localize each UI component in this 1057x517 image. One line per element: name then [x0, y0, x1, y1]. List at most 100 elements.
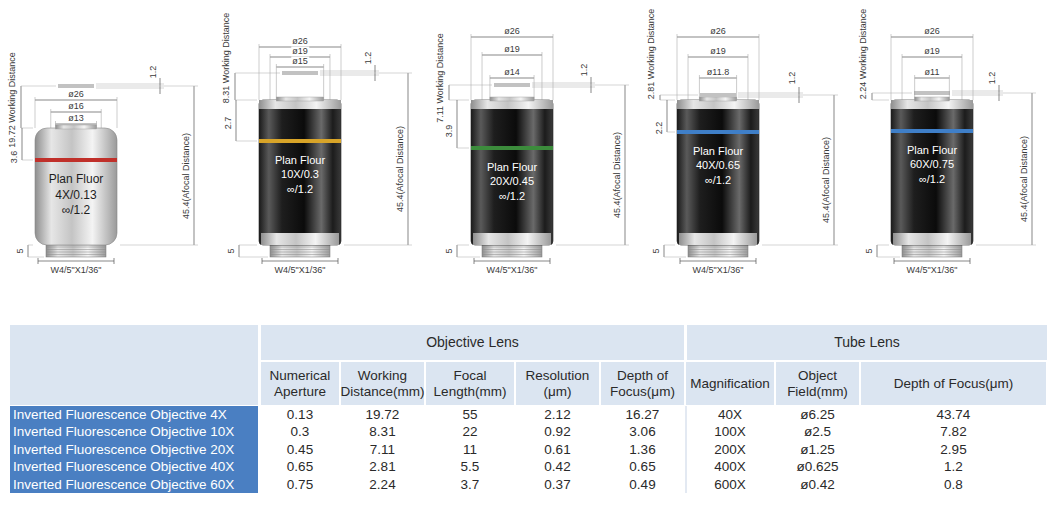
dimension-line — [474, 261, 550, 262]
table-cell: 200X — [685, 441, 775, 458]
dimension-line — [680, 261, 756, 262]
dimension-line — [21, 128, 33, 129]
table-cell: 1.36 — [600, 441, 685, 458]
thread — [482, 245, 542, 257]
front-lens — [915, 97, 950, 101]
dimension-line — [55, 121, 56, 128]
sample-slide — [282, 71, 318, 75]
dimension-line — [22, 128, 23, 160]
table-cell: 0.8 — [860, 476, 1047, 493]
dimension-line — [660, 95, 698, 96]
dimension-label: 8.31 Working Distance — [222, 12, 231, 104]
lens-body-label: Plan Flour20X/0.45∞/1.2 — [471, 158, 553, 205]
dimension-line — [194, 86, 195, 245]
dimension-line — [114, 258, 115, 264]
lens-marking: ∞/1.2 — [680, 173, 756, 187]
dimension-line — [457, 257, 480, 258]
table-cell: 7.82 — [860, 423, 1047, 440]
dimension-line — [38, 258, 39, 264]
colour-ring — [677, 130, 759, 134]
dimension-line — [236, 141, 257, 142]
dimension-line — [762, 245, 838, 246]
dimension-line — [482, 254, 542, 255]
dimension-line — [341, 44, 342, 100]
table-cell: 5.5 — [425, 458, 515, 475]
sample-slide — [58, 84, 94, 88]
dimension-line — [21, 86, 56, 87]
dimension-line — [759, 34, 760, 100]
dimension-line — [22, 160, 33, 161]
dimension-line — [664, 257, 686, 258]
table-cell: ø0.42 — [775, 476, 860, 493]
dimension-label: ø19 — [291, 47, 309, 56]
dimension-line — [550, 258, 551, 264]
dimension-line — [688, 249, 748, 250]
dimension-line — [320, 71, 379, 72]
dimension-label: W4/5"X1/36" — [486, 266, 539, 275]
dimension-label: 1.2 — [788, 71, 797, 86]
dimension-line — [457, 148, 469, 149]
dimension-line — [120, 245, 198, 246]
dimension-line — [28, 245, 29, 257]
dimension-line — [457, 245, 469, 246]
dimension-line — [915, 78, 950, 79]
top-cap — [677, 100, 759, 109]
table-cell: 7.11 — [340, 441, 425, 458]
header-cell — [10, 325, 258, 405]
dimension-label: 1.2 — [988, 71, 997, 86]
dimension-line — [660, 100, 675, 101]
dimension-line — [553, 34, 554, 100]
table-cell: 0.65 — [260, 458, 340, 475]
dimension-line — [482, 52, 483, 100]
dimension-line — [270, 249, 330, 250]
table-cell: Object Field(mm) — [775, 362, 860, 405]
dimension-line — [532, 83, 595, 84]
front-lens — [699, 97, 736, 101]
dimension-line — [952, 93, 1036, 94]
lens-marking: 40X/0.65 — [680, 158, 756, 172]
table-cell: Inverted Fluorescence Objective 10X — [10, 423, 260, 440]
dimension-label: ø26 — [291, 37, 309, 46]
objective-drawings — [21, 34, 1036, 264]
objective-lens — [660, 34, 838, 264]
top-cap — [471, 100, 553, 109]
sample-slide — [700, 93, 736, 97]
lens-marking: 60X/0.75 — [894, 157, 970, 171]
dimension-line — [28, 245, 33, 246]
dimension-line — [699, 75, 700, 100]
lens-marking: 20X/0.45 — [474, 174, 550, 188]
dimension-line — [21, 86, 22, 128]
dimension-line — [894, 261, 970, 262]
dimension-line — [914, 75, 915, 100]
dimension-line — [101, 109, 102, 128]
thread — [688, 245, 748, 257]
table-cell: 0.65 — [600, 458, 685, 475]
dimension-line — [235, 100, 257, 101]
dimension-line — [736, 75, 737, 100]
dimension-label: ø11 — [924, 68, 941, 77]
table-cell: Inverted Fluorescence Objective 4X — [10, 406, 260, 423]
table-cell: 8.31 — [340, 423, 425, 440]
top-cap — [259, 100, 341, 109]
dimension-line — [474, 258, 475, 264]
table-cell: 2.95 — [860, 441, 1047, 458]
dimension-label: 45.4(Afocal Distance) — [1020, 135, 1029, 223]
dimension-label: W4/5"X1/36" — [274, 266, 327, 275]
header-cell — [261, 362, 339, 405]
dimension-line — [872, 93, 873, 100]
dimension-line — [262, 258, 263, 264]
dimension-label: 19.72 Working Distance — [8, 51, 17, 148]
dimension-label: 45.4(Afocal Distance) — [182, 131, 191, 219]
table-cell: 100X — [685, 423, 775, 440]
dimension-line — [46, 249, 106, 250]
table-cell: Tube Lens — [687, 325, 1047, 360]
table-cell: ø1.25 — [775, 441, 860, 458]
dimension-line — [329, 54, 330, 100]
dimension-line — [688, 54, 689, 100]
lens-body — [891, 100, 973, 245]
dimension-line — [664, 245, 675, 246]
dimension-line — [320, 73, 412, 74]
dimension-label: ø26 — [67, 90, 85, 99]
table-cell: 0.49 — [600, 476, 685, 493]
